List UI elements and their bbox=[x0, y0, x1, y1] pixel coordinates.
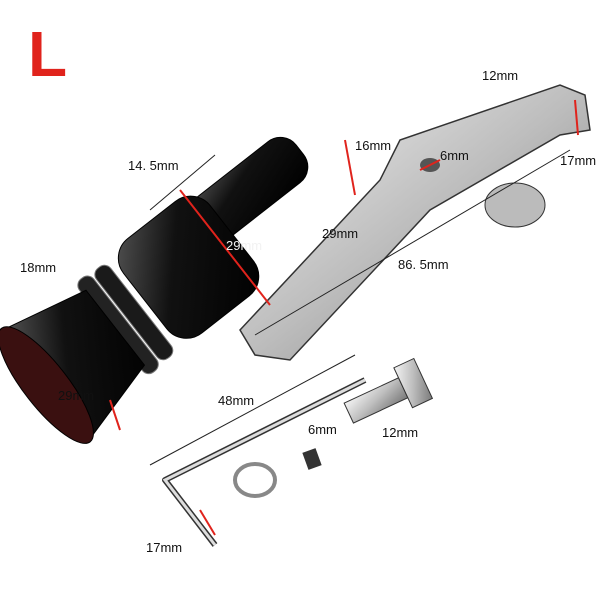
dim-nozzle-tip: 16mm bbox=[355, 138, 392, 153]
screw bbox=[343, 357, 434, 424]
dim-screw-length: 12mm bbox=[382, 425, 419, 440]
allen-wrench-highlight bbox=[162, 378, 366, 546]
dim-bracket-hole: 6mm bbox=[440, 148, 469, 163]
dim-rear-length: 18mm bbox=[20, 260, 57, 275]
dim-mouth-diameter: 29mm bbox=[58, 388, 95, 403]
dim-bracket-length: 86. 5mm bbox=[398, 257, 449, 272]
washer bbox=[233, 462, 277, 498]
dimension-markers bbox=[109, 99, 579, 536]
dim-screw-diameter: 6mm bbox=[308, 422, 337, 437]
whistle-body bbox=[0, 136, 309, 444]
dimension-lines bbox=[149, 149, 571, 466]
dim-body-top: 14. 5mm bbox=[128, 158, 179, 173]
size-label: L bbox=[28, 18, 68, 90]
dim-bracket-mid: 29mm bbox=[322, 226, 359, 241]
dim-wrench-short: 17mm bbox=[146, 540, 183, 555]
mounting-bracket bbox=[239, 84, 591, 361]
dim-body-mid: 29mm bbox=[226, 238, 263, 253]
dim-bracket-width: 12mm bbox=[482, 68, 519, 83]
dim-bracket-end: 17mm bbox=[560, 153, 597, 168]
dim-wrench-length: 48mm bbox=[218, 393, 255, 408]
set-screw bbox=[302, 448, 322, 470]
